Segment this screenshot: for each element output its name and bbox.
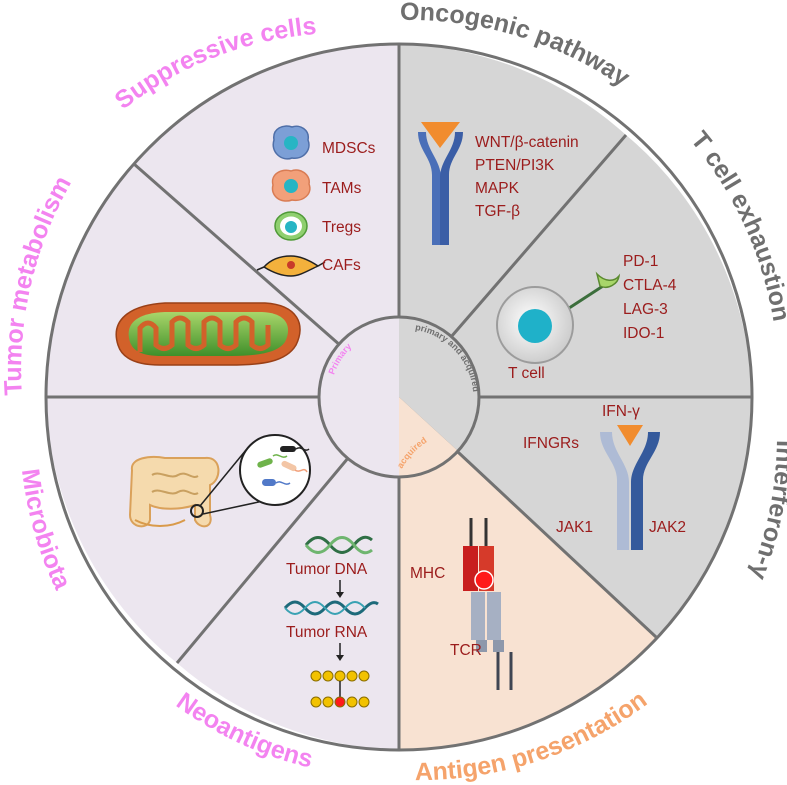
oncogenic-pathway-panel: WNT/β-catenin PTEN/PI3K MAPK TGF-β xyxy=(418,122,579,245)
tumor-rna-label: Tumor RNA xyxy=(286,624,368,641)
bacteria-magnified-icon xyxy=(239,434,311,506)
sector-title-interferon: Interferon-γ xyxy=(744,440,787,584)
dna-helix-icon xyxy=(304,535,373,555)
sector-suppressive-cells xyxy=(134,44,399,397)
oncogenic-item-mapk: MAPK xyxy=(475,180,520,197)
tumor-dna-label: Tumor DNA xyxy=(286,561,368,578)
outer-ring xyxy=(44,42,754,752)
receptor-icon xyxy=(418,122,463,245)
jak1-label: JAK1 xyxy=(556,519,593,536)
mdsc-cell-icon xyxy=(272,125,310,160)
intestine-icon xyxy=(128,455,220,528)
caf-cell-icon xyxy=(256,255,326,277)
suppressive-item-mdscs: MDSCs xyxy=(322,140,376,157)
antigen-presentation-panel: MHC TCR xyxy=(410,518,513,690)
sector-neoantigens xyxy=(177,397,399,750)
ifn-gamma-label: IFN-γ xyxy=(602,403,640,420)
center-hub: Primary primary and acquired acquired xyxy=(317,315,481,479)
tcell-item-ctla4: CTLA-4 xyxy=(623,277,677,294)
mhc-label: MHC xyxy=(410,565,445,582)
suppressive-item-tregs: Tregs xyxy=(322,219,361,236)
jak2-label: JAK2 xyxy=(649,519,686,536)
suppressive-item-cafs: CAFs xyxy=(322,257,361,274)
rna-strand-icon xyxy=(283,600,379,616)
ifngr-receptor-icon xyxy=(600,425,660,550)
peptide-chain-icon xyxy=(310,670,370,708)
oncogenic-item-pten: PTEN/PI3K xyxy=(475,157,555,174)
suppressive-item-tams: TAMs xyxy=(322,180,362,197)
mhc-tcr-complex-icon xyxy=(463,518,513,690)
tcell-item-pd1: PD-1 xyxy=(623,253,658,270)
t-cell-exhaustion-panel: PD-1 CTLA-4 LAG-3 IDO-1 T cell xyxy=(496,253,677,382)
mitochondrion-icon xyxy=(115,302,301,366)
tam-cell-icon xyxy=(271,169,311,202)
t-cell-label: T cell xyxy=(508,365,545,382)
sector-interferon xyxy=(399,397,752,637)
oncogenic-item-tgf: TGF-β xyxy=(475,203,520,220)
oncogenic-item-wnt: WNT/β-catenin xyxy=(475,134,579,151)
t-cell-icon xyxy=(496,271,621,364)
intestine-focus-circle xyxy=(190,504,204,518)
tcell-item-ido1: IDO-1 xyxy=(623,325,664,342)
suppressive-cells-panel: MDSCs TAMs Tregs CAFs xyxy=(256,125,376,277)
tcell-item-lag3: LAG-3 xyxy=(623,301,668,318)
sector-antigen-presentation xyxy=(399,397,656,750)
tumor-metabolism-panel xyxy=(115,302,301,366)
tcr-label: TCR xyxy=(450,642,482,659)
ifngrs-label: IFNGRs xyxy=(523,435,579,452)
interferon-panel: IFN-γ IFNGRs JAK1 JAK2 xyxy=(523,403,686,550)
sector-t-cell-exhaustion xyxy=(399,135,752,397)
microbiota-panel xyxy=(128,434,311,528)
treg-cell-icon xyxy=(274,211,308,241)
neoantigens-panel: Tumor DNA Tumor RNA xyxy=(283,535,379,708)
